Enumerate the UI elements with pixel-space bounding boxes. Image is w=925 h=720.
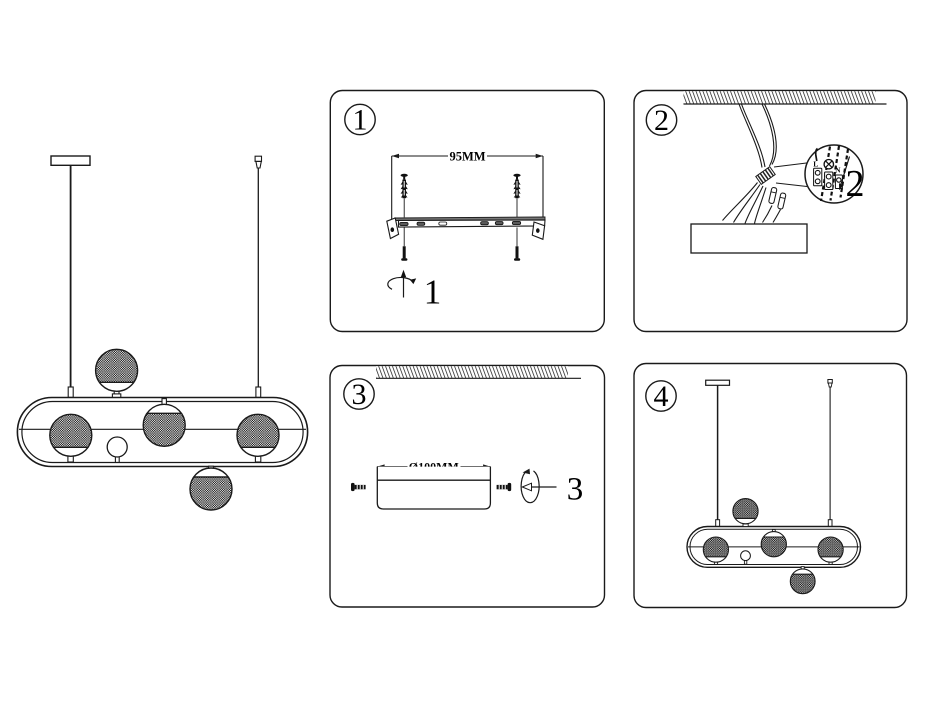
svg-text:N: N: [835, 166, 841, 175]
svg-text:3: 3: [352, 378, 367, 411]
svg-text:3: 3: [567, 472, 584, 508]
svg-text:2: 2: [654, 104, 669, 137]
svg-text:4: 4: [654, 380, 669, 413]
svg-text:1: 1: [424, 273, 442, 312]
svg-text:2: 2: [846, 163, 865, 205]
svg-text:95MM: 95MM: [449, 150, 485, 164]
svg-text:1: 1: [353, 104, 368, 137]
svg-text:L: L: [813, 160, 818, 169]
